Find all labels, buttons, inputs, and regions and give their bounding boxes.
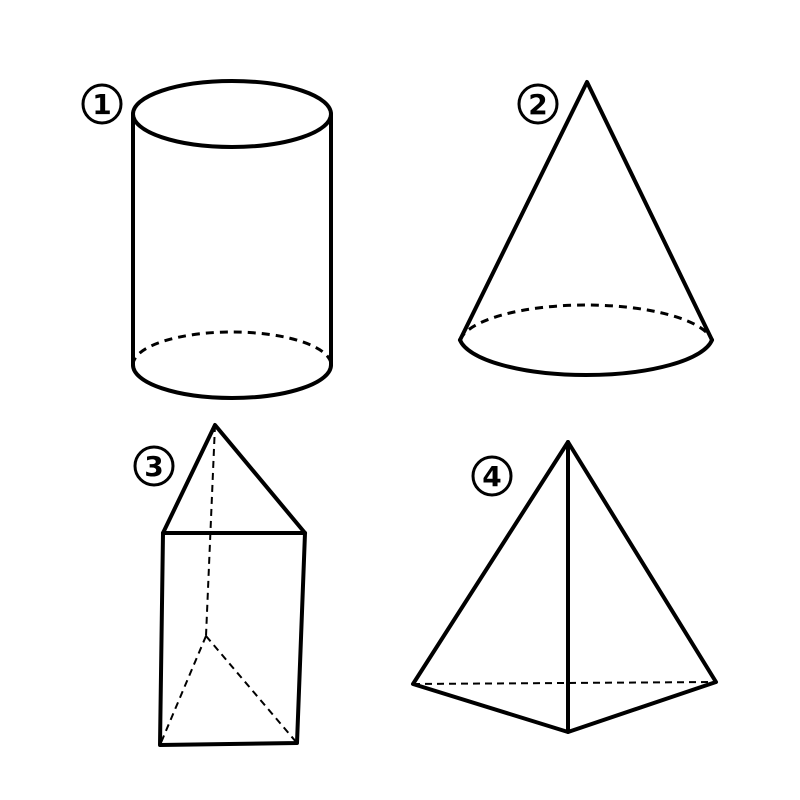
figure-triangular-prism: 3: [133, 423, 307, 747]
number-circle: [471, 455, 513, 497]
figure-number-badge-4: 4: [471, 455, 513, 497]
figure-number-badge-1: 1: [81, 83, 123, 125]
prism-front-face: [158, 531, 307, 747]
figure-cylinder: 1: [81, 79, 333, 400]
cone-base-visible-arc: [458, 338, 714, 377]
number-circle: [133, 445, 175, 487]
figure-number-badge-2: 2: [517, 83, 559, 125]
figure-triangular-pyramid: 4: [411, 440, 718, 734]
prism-base-hidden-edge-right: [205, 635, 298, 744]
number-circle: [81, 83, 123, 125]
cone-slant-edges: [458, 80, 714, 342]
cylinder-base-visible-arc: [131, 363, 333, 400]
cone-base-hidden-arc: [458, 303, 714, 341]
pyramid-base-hidden-edge: [412, 681, 717, 685]
figure-cone: 2: [458, 80, 714, 377]
figure-number-2: 2: [528, 88, 547, 121]
figure-number-4: 4: [482, 460, 501, 493]
cylinder-top-ellipse: [131, 79, 333, 149]
figure-number-3: 3: [144, 450, 163, 483]
pyramid-right-face: [566, 440, 718, 734]
prism-base-hidden-edge-left: [159, 635, 207, 746]
cylinder-base-hidden-arc: [131, 330, 333, 366]
number-circle: [517, 83, 559, 125]
prism-back-vertical-hidden-edge: [205, 424, 216, 637]
prism-top-edges: [161, 423, 307, 535]
figure-number-1: 1: [92, 88, 111, 121]
figure-number-badge-3: 3: [133, 445, 175, 487]
